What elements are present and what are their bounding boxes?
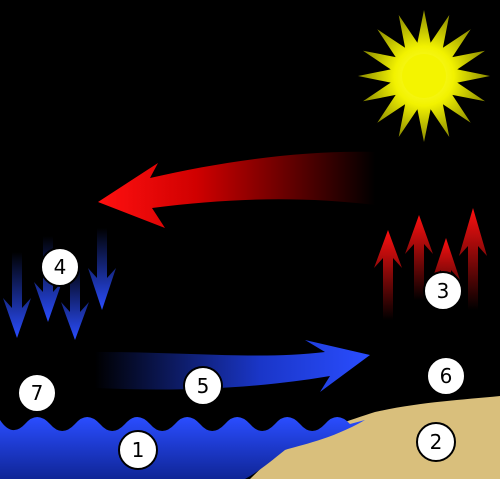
svg-text:2: 2: [430, 430, 443, 454]
label-sinking-air: 4: [40, 247, 80, 287]
label-surface-breeze: 5: [183, 366, 223, 406]
label-over-sea: 7: [17, 373, 57, 413]
svg-text:5: 5: [197, 374, 210, 398]
label-water: 1: [118, 430, 158, 470]
svg-text:1: 1: [132, 438, 145, 462]
svg-text:4: 4: [54, 255, 67, 279]
water-area: [0, 417, 365, 479]
sinking-air-arrows: [3, 228, 116, 340]
label-rising-air: 3: [423, 271, 463, 311]
svg-text:3: 3: [437, 279, 450, 303]
warm-return-flow-arrow: [98, 151, 375, 228]
label-land: 2: [416, 422, 456, 462]
svg-text:6: 6: [440, 364, 453, 388]
label-over-land: 6: [426, 356, 466, 396]
sun-icon: [358, 10, 490, 142]
sea-breeze-arrow: [95, 340, 370, 392]
svg-text:7: 7: [31, 381, 44, 405]
rising-air-arrows: [374, 208, 487, 320]
